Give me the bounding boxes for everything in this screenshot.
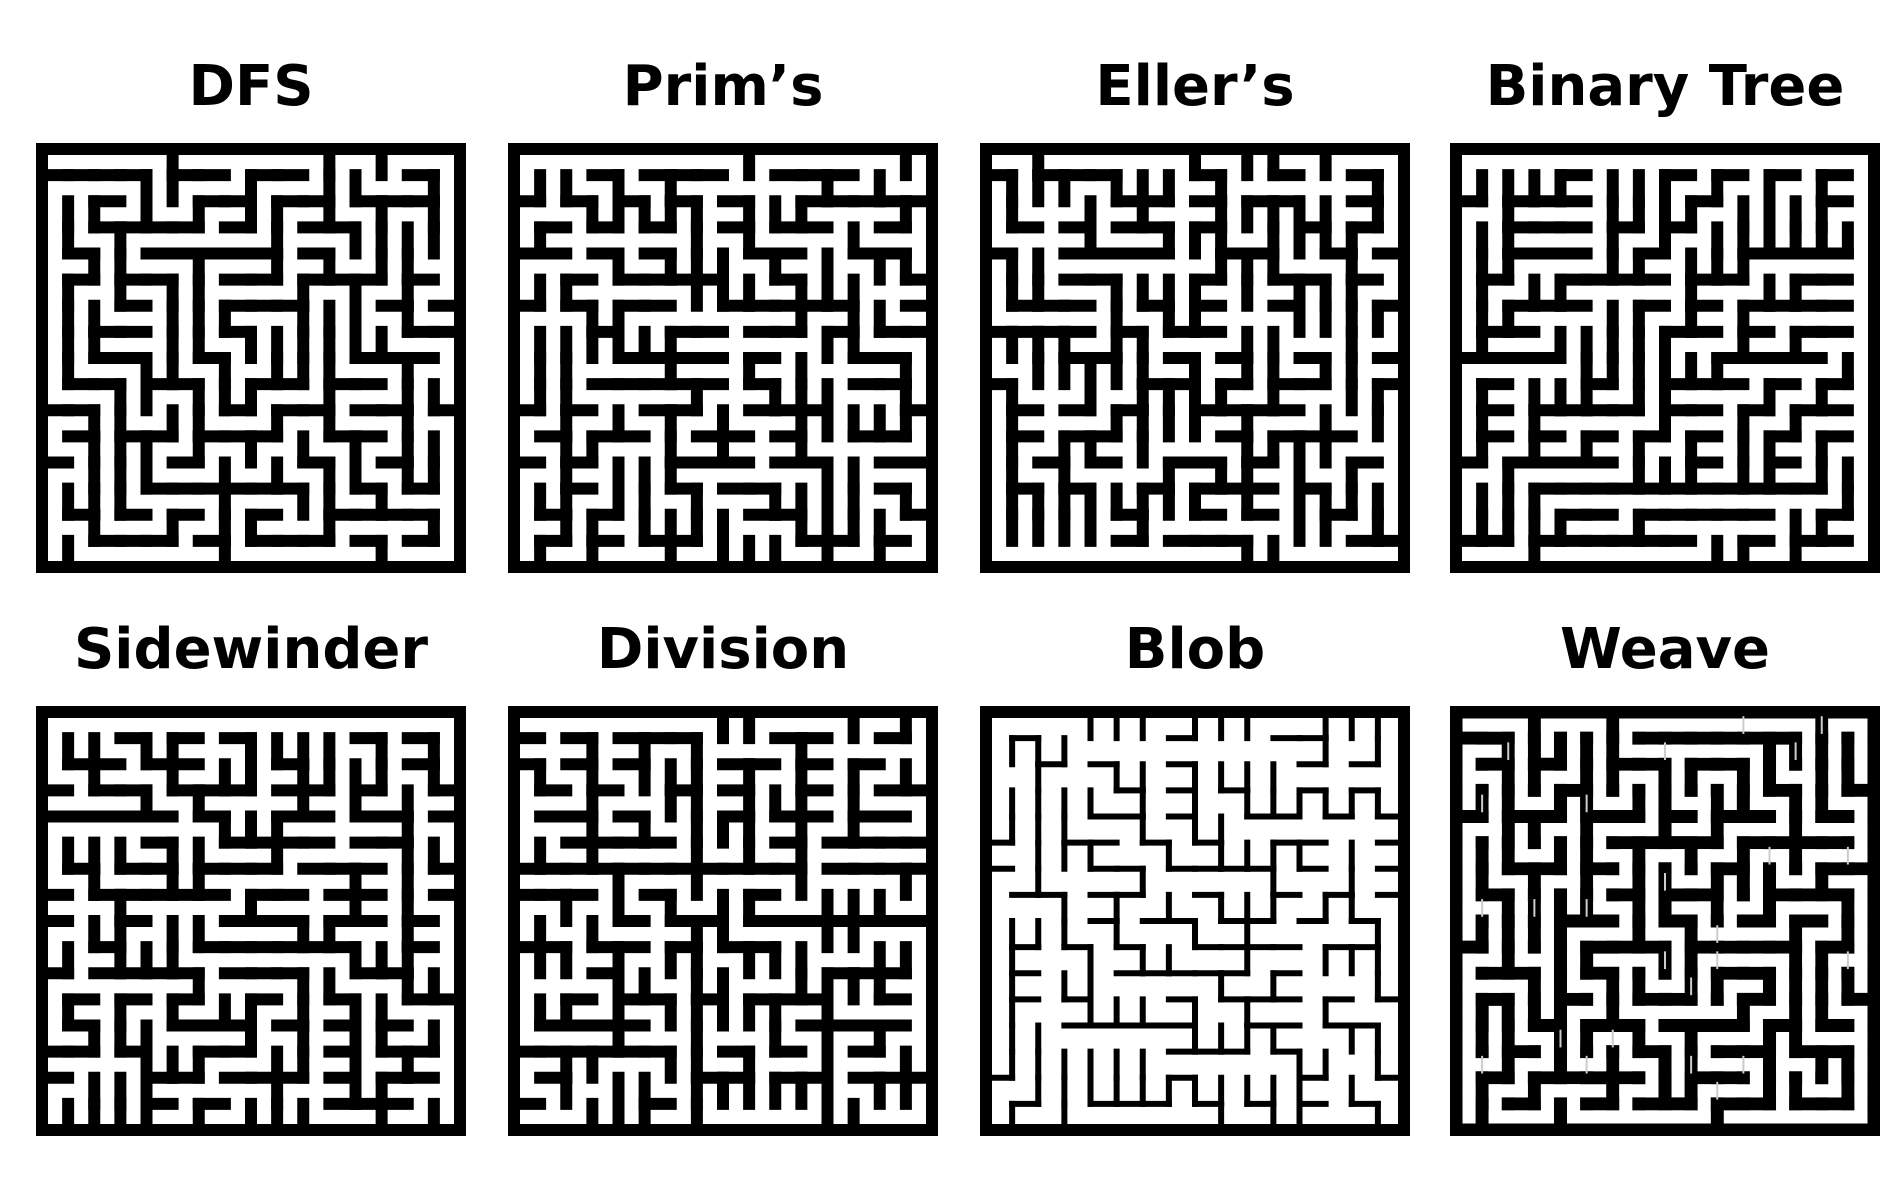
maze-image-blob [980, 706, 1410, 1136]
maze-title: Eller’s [1095, 54, 1295, 119]
maze-image-dfs [36, 143, 466, 573]
maze-binarytree-svg [1450, 143, 1880, 573]
maze-weave-svg [1450, 706, 1880, 1136]
maze-title: Binary Tree [1485, 54, 1845, 119]
maze-dfs-svg [36, 143, 466, 573]
maze-image-prims [508, 143, 938, 573]
maze-division-svg [508, 706, 938, 1136]
maze-title: Weave [1559, 617, 1771, 682]
maze-image-weave [1450, 706, 1880, 1136]
maze-image-sidewinder [36, 706, 466, 1136]
maze-prims-svg [508, 143, 938, 573]
maze-image-ellers [980, 143, 1410, 573]
maze-image-division [508, 706, 938, 1136]
maze-sidewinder-svg [36, 706, 466, 1136]
maze-title: DFS [188, 54, 314, 119]
maze-title: Division [596, 617, 850, 682]
maze-ellers-svg [980, 143, 1410, 573]
maze-title: Prim’s [622, 54, 824, 119]
maze-title: Blob [1124, 617, 1266, 682]
maze-background [1450, 706, 1880, 1136]
maze-image-binary-tree [1450, 143, 1880, 573]
maze-blob-svg [980, 706, 1410, 1136]
maze-title: Sidewinder [73, 617, 429, 682]
